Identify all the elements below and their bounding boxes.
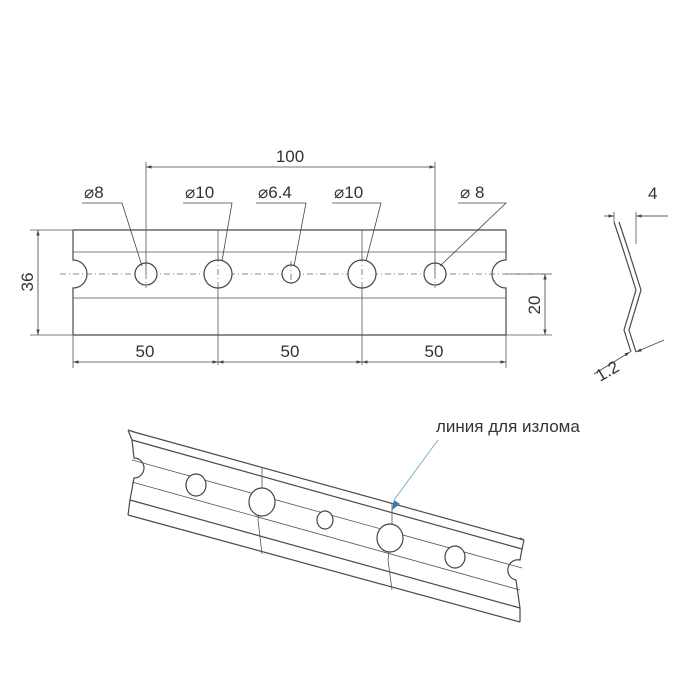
profile-line-outer [613, 221, 637, 353]
hole-2-label: ⌀10 [185, 183, 214, 202]
dim-1.2-leader [593, 351, 631, 375]
iso-hole-1 [185, 473, 207, 497]
iso-top-fold [131, 439, 523, 550]
hole-5-leader [439, 202, 507, 267]
rail-right-end [491, 230, 507, 335]
hole-4 [347, 256, 377, 292]
iso-top-flange [127, 429, 525, 541]
iso-hole-3 [316, 510, 334, 530]
iso-bottom-edge [127, 514, 521, 623]
break-line-label: линия для излома [436, 417, 580, 436]
rail-top-view: ⌀8 ⌀10 ⌀6.4 ⌀10 ⌀ 8 100 36 20 50 50 50 [18, 147, 552, 368]
hole-1-leader [82, 202, 143, 267]
dim-50-label-1: 50 [136, 342, 155, 361]
break-line-callout-leader [393, 439, 439, 501]
profile-line-inner [618, 221, 642, 353]
dim-4-label: 4 [648, 184, 657, 203]
iso-hole-5 [444, 545, 466, 569]
dim-1.2-label: 1.2 [593, 357, 623, 385]
hole-2-leader [183, 202, 233, 262]
rail-profile-view: 4 1.2 [593, 184, 668, 385]
iso-right-end [507, 539, 525, 622]
dim-50-label-2: 50 [281, 342, 300, 361]
hole-2 [203, 256, 233, 292]
iso-left-end [127, 429, 145, 516]
dim-20-label: 20 [525, 296, 544, 315]
iso-hole-2 [248, 487, 276, 517]
hole-1-label: ⌀8 [84, 183, 104, 202]
break-line-callout-marker [392, 500, 400, 510]
hole-3 [281, 261, 301, 287]
dim-1.2-leader-right [635, 339, 665, 353]
dim-100-label: 100 [276, 147, 304, 166]
hole-3-leader [256, 202, 307, 267]
iso-bend-lower [131, 481, 521, 591]
hole-3-label: ⌀6.4 [258, 183, 292, 202]
hole-4-label: ⌀10 [334, 183, 363, 202]
hole-5-label: ⌀ 8 [460, 183, 484, 202]
rail-left-end [72, 230, 88, 335]
hole-4-leader [332, 202, 382, 262]
iso-lower-fold [129, 499, 521, 609]
dim-50-label-3: 50 [425, 342, 444, 361]
dim-36-label: 36 [18, 273, 37, 292]
rail-isometric-view: линия для излома [127, 417, 580, 623]
iso-hole-4 [376, 523, 404, 553]
